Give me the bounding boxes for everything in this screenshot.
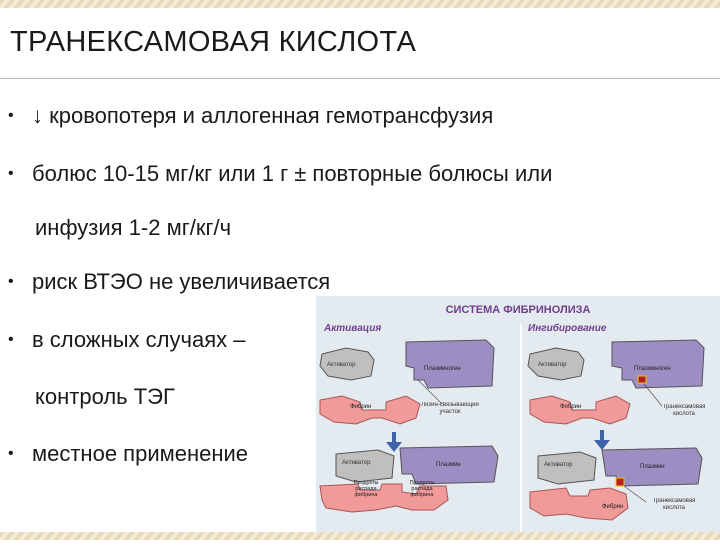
r-fibrin2-shape <box>529 487 629 521</box>
diagram-title: СИСТЕМА ФИБРИНОЛИЗА <box>446 304 591 316</box>
activation-heading: Активация <box>323 323 381 334</box>
tranexamic-molecule-icon-2 <box>615 477 625 487</box>
r-plasminogen-shape <box>611 339 705 389</box>
r-plasmin-label: Плазмин <box>640 464 665 470</box>
fibrin-shape <box>319 395 421 425</box>
bullet-text: болюс 10-15 мг/кг или 1 г ± повторные бо… <box>32 161 553 186</box>
bullet-dot: • <box>8 445 14 462</box>
fibrinolysis-diagram: СИСТЕМА ФИБРИНОЛИЗА Активация Активатор … <box>316 296 720 540</box>
tranexamic2-label: Транексамовая кислота <box>652 498 696 511</box>
r-plasmin-shape <box>601 447 703 487</box>
bottom-decorative-stripe <box>0 532 720 540</box>
bullet-continuation: контроль ТЭГ <box>35 384 175 409</box>
bullet-continuation: инфузия 1-2 мг/кг/ч <box>35 215 232 240</box>
bullet-dot: • <box>8 107 14 124</box>
lysine-site-label: Лизин-связывающий участок <box>421 402 479 415</box>
r-down-arrow-icon <box>594 440 610 450</box>
fibrin-fragments-shape <box>319 483 449 513</box>
tranexamic-pointer <box>643 383 663 407</box>
inhibition-heading: Ингибирование <box>528 322 607 334</box>
r-fibrin2-label: Фибрин <box>602 504 623 510</box>
r-down-arrow-shaft <box>600 430 604 440</box>
r-activator2-shape <box>537 451 597 485</box>
lysine-site-pointer <box>417 379 443 405</box>
plasminogen-shape <box>405 339 495 389</box>
r-fibrin-label: Фибрин <box>560 404 581 410</box>
bullet-text: местное применение <box>32 441 249 466</box>
tranexamic2-pointer <box>623 485 647 503</box>
degradation-products-label-a: Продукты распада фибрина <box>353 480 379 498</box>
tranexamic-label: Транексамовая кислота <box>662 404 706 417</box>
fibrin-label: Фибрин <box>350 404 371 410</box>
activator2-shape <box>335 449 395 483</box>
bullet-text: в сложных случаях – <box>32 327 246 352</box>
activator-label: Активатор <box>327 362 356 368</box>
down-arrow-icon <box>386 442 402 452</box>
r-activator-label: Активатор <box>538 362 567 368</box>
activator2-label: Активатор <box>342 460 371 466</box>
title-divider <box>0 78 720 79</box>
r-activator-shape <box>527 347 585 381</box>
activator-shape <box>319 347 375 381</box>
degradation-products-label-b: Продукты распада фибрина <box>409 480 435 498</box>
down-arrow-shaft <box>392 432 396 442</box>
top-decorative-stripe <box>0 0 720 8</box>
r-fibrin-shape <box>529 395 631 425</box>
r-activator2-label: Активатор <box>544 462 573 468</box>
bullet-dot: • <box>8 331 14 348</box>
slide-title: ТРАНЕКСАМОВАЯ КИСЛОТА <box>10 26 417 58</box>
bullet-dot: • <box>8 273 14 290</box>
plasminogen-label: Плазминоген <box>424 366 461 372</box>
bullet-text: риск ВТЭО не увеличивается <box>32 269 331 294</box>
bullet-dot: • <box>8 165 14 182</box>
bullet-text: ↓ кровопотеря и аллогенная гемотрансфузи… <box>32 103 494 128</box>
r-plasminogen-label: Плазминоген <box>634 366 671 372</box>
plasmin-shape <box>399 445 499 485</box>
plasmin-label: Плазмин <box>436 462 461 468</box>
tranexamic-molecule-icon <box>637 375 647 384</box>
